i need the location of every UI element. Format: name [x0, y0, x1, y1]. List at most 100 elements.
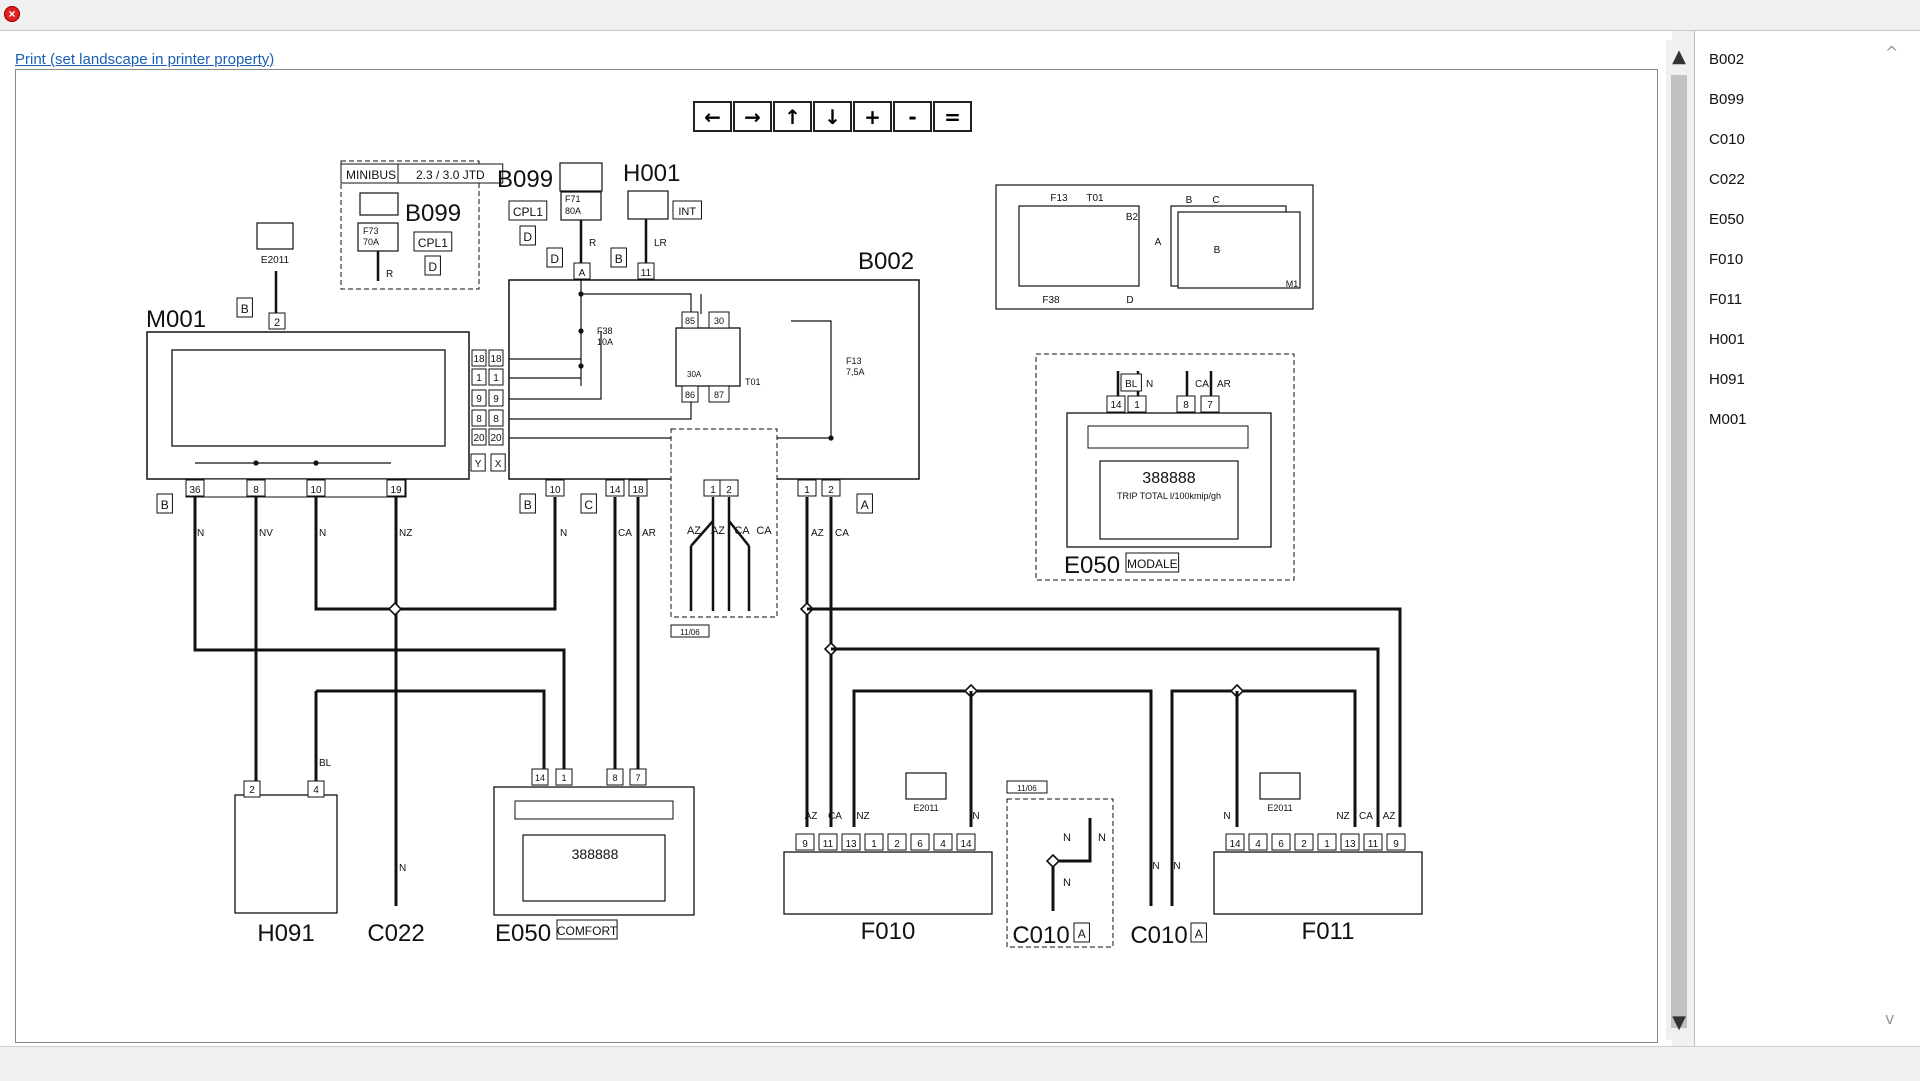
pin-label: 2	[1301, 839, 1307, 850]
connector-d: D	[428, 260, 437, 274]
list-item[interactable]: F011	[1709, 291, 1743, 308]
badge-engine: 2.3 / 3.0 JTD	[416, 168, 485, 182]
loc-panel-2	[1177, 211, 1301, 289]
loc-label: B	[1186, 195, 1193, 206]
pin-label: 30	[714, 316, 724, 326]
list-item[interactable]: E050	[1709, 211, 1745, 228]
connector-a: A	[1078, 927, 1086, 941]
pin	[1317, 833, 1337, 851]
pin	[629, 768, 647, 786]
loc-label: B2	[1126, 212, 1139, 223]
wire	[581, 293, 692, 314]
scroll-thumb[interactable]	[1671, 75, 1687, 1028]
pin-label: 7	[635, 773, 640, 783]
wire-color: NZ	[856, 811, 869, 822]
pin	[488, 409, 504, 427]
wire-color: N	[399, 863, 406, 874]
component-b099-top: B099	[497, 166, 553, 193]
connector-c: C	[584, 498, 593, 512]
wire-color: N	[1063, 832, 1071, 844]
pin-label: 18	[473, 354, 485, 365]
junction-dot	[253, 460, 259, 466]
pan-left-button[interactable]: ←	[693, 101, 732, 132]
zoom-out-button[interactable]: -	[893, 101, 932, 132]
zoom-in-button[interactable]: +	[853, 101, 892, 132]
badge-date: 11/06	[680, 628, 700, 637]
scroll-down-icon[interactable]: ▼	[1672, 1012, 1686, 1033]
pin	[471, 428, 487, 446]
option-block	[670, 428, 778, 618]
pin	[386, 479, 406, 497]
component-h001: H001	[623, 160, 680, 187]
component-c022: C022	[367, 920, 424, 947]
wire-color: N	[1146, 379, 1153, 390]
fuse-f73-box	[357, 222, 399, 252]
pan-down-button[interactable]: ↓	[813, 101, 852, 132]
loc-label: C	[1212, 195, 1219, 206]
list-item[interactable]: H001	[1709, 331, 1745, 348]
diagram-nav-toolbar: ← → ↑ ↓ + - =	[693, 101, 972, 132]
pin-label: 36	[189, 485, 201, 496]
diagram-pane: Print (set landscape in printer property…	[0, 31, 1672, 1046]
pin-label: 4	[940, 839, 946, 850]
wire-color: N	[972, 811, 979, 822]
pin-label: 2	[894, 839, 900, 850]
wire-color: N	[1152, 861, 1159, 872]
list-item[interactable]: M001	[1709, 411, 1747, 428]
pin	[681, 385, 699, 403]
scroll-up-icon[interactable]: ▲	[1672, 46, 1686, 67]
pin	[628, 479, 648, 497]
pin	[708, 385, 730, 403]
wire-color: BL	[319, 758, 332, 769]
pin	[606, 768, 624, 786]
list-scroll-up-icon[interactable]: ^	[1885, 43, 1899, 62]
connector-y-frame	[470, 453, 486, 472]
pin	[818, 833, 838, 851]
pin-strip	[185, 478, 407, 498]
pin-label: 11	[823, 839, 834, 850]
pin	[605, 479, 625, 497]
pin-label: 1	[561, 773, 566, 783]
wire	[395, 497, 557, 611]
vertical-scrollbar[interactable]: ▲ ▼	[1666, 40, 1692, 1040]
pin	[471, 349, 487, 367]
wire-color: N	[1173, 861, 1180, 872]
wire	[852, 689, 1153, 906]
lcd-trip: TRIP TOTAL l/100kmip/gh	[1117, 491, 1221, 501]
pin-label: 11	[1368, 839, 1379, 850]
list-item[interactable]: C022	[1709, 171, 1745, 188]
list-item[interactable]: F010	[1709, 251, 1744, 268]
list-item[interactable]: B099	[1709, 91, 1745, 108]
list-item[interactable]: B002	[1709, 51, 1745, 68]
battery-icon-2	[559, 162, 603, 192]
pin-label: 14	[1229, 839, 1241, 850]
zoom-reset-button[interactable]: =	[933, 101, 972, 132]
pin-label: 18	[632, 485, 644, 496]
wire-color: AZ	[805, 811, 818, 822]
connector-c-frame	[580, 493, 597, 514]
fuse-f71: F71	[565, 194, 581, 204]
fuse-f13-rating: 7,5A	[846, 367, 865, 377]
lamp-e2011: E2011	[1267, 803, 1292, 813]
pin-label: 13	[845, 839, 857, 850]
wire-color: N	[1223, 811, 1230, 822]
connector-a-frame	[1190, 922, 1207, 943]
pin	[531, 768, 549, 786]
wire-color: R	[386, 269, 393, 280]
pan-right-button[interactable]: →	[733, 101, 772, 132]
badge-engine-frame	[397, 163, 504, 184]
list-scroll-down-icon[interactable]: v	[1885, 1009, 1895, 1028]
list-item[interactable]: H091	[1709, 371, 1745, 388]
pin-label: 20	[473, 433, 485, 444]
pin-label: 8	[493, 414, 499, 425]
close-icon[interactable]: ×	[4, 6, 20, 22]
print-link[interactable]: Print (set landscape in printer property…	[15, 51, 275, 68]
pin-label: 9	[476, 394, 482, 405]
pin	[1225, 833, 1245, 851]
pan-up-button[interactable]: ↑	[773, 101, 812, 132]
wire	[728, 520, 750, 547]
list-item[interactable]: C010	[1709, 131, 1745, 148]
connector-d: D	[550, 252, 559, 266]
pin	[910, 833, 930, 851]
pin	[185, 479, 205, 497]
